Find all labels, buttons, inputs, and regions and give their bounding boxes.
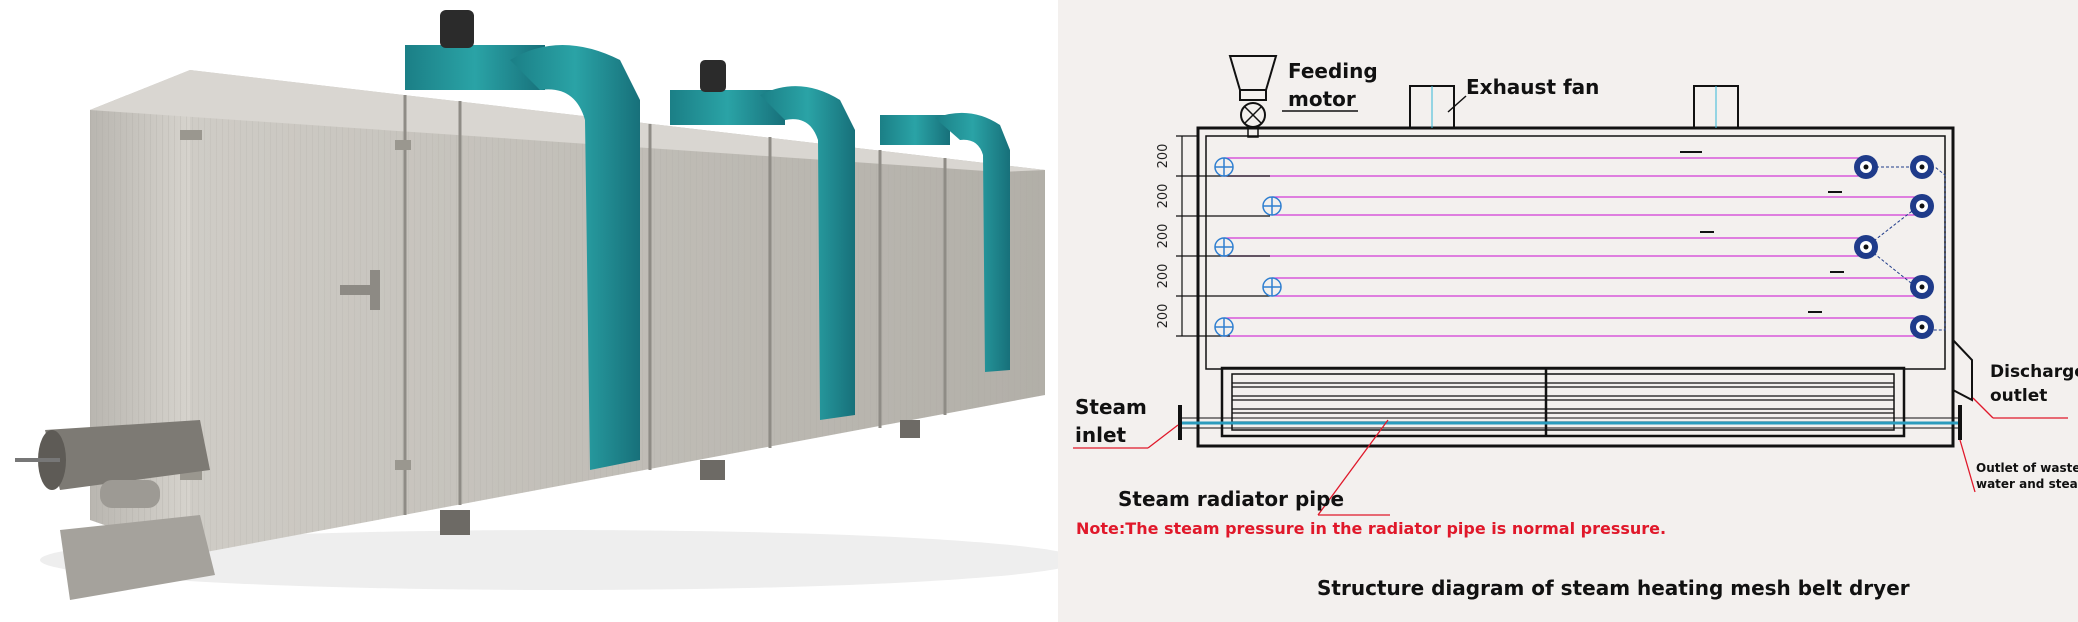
roller-icon [1214, 157, 1282, 337]
dimension-label: 200 [1156, 144, 1171, 169]
waste-outlet-label-2: water and steam [1976, 477, 2078, 491]
dryer-schematic: 200 200 200 200 200 Feeding motor Exhaus… [1073, 55, 2078, 600]
discharge-outlet-label-2: outlet [1990, 386, 2047, 406]
dimension-label: 200 [1156, 304, 1171, 329]
feeding-motor-label-2: motor [1288, 87, 1356, 111]
mesh-belt [1224, 157, 1922, 337]
dimension-label: 200 [1156, 264, 1171, 289]
feeding-motor-icon [1228, 55, 1278, 138]
steam-inlet-label: Steam [1075, 395, 1147, 419]
dryer-machine-illustration [15, 10, 1058, 600]
dimension-label: 200 [1156, 184, 1171, 209]
diagram-caption: Structure diagram of steam heating mesh … [1317, 576, 1910, 600]
dryer-housing [1196, 126, 1955, 448]
pressure-note: Note:The steam pressure in the radiator … [1076, 519, 1666, 538]
dryer-photo [15, 10, 1058, 600]
discharge-chute [1952, 337, 1973, 402]
feeding-motor-label: Feeding [1288, 59, 1378, 83]
waste-outlet-label: Outlet of waste [1976, 461, 2078, 475]
dimension-label: 200 [1156, 224, 1171, 249]
feed-conveyor [15, 420, 215, 600]
discharge-outlet-label: Discharge [1990, 362, 2078, 382]
exhaust-fan-label: Exhaust fan [1466, 75, 1599, 99]
door-handle [340, 270, 380, 310]
steam-radiator-pipe [1178, 366, 1962, 440]
steam-radiator-pipe-label: Steam radiator pipe [1118, 487, 1344, 511]
fan-motor-icon [440, 10, 474, 48]
steam-inlet-label-2: inlet [1075, 423, 1127, 447]
sprocket-icon [1854, 155, 1934, 339]
structure-diagram: 200 200 200 200 200 Feeding motor Exhaus… [1058, 0, 2078, 622]
exhaust-duct [405, 10, 1010, 470]
